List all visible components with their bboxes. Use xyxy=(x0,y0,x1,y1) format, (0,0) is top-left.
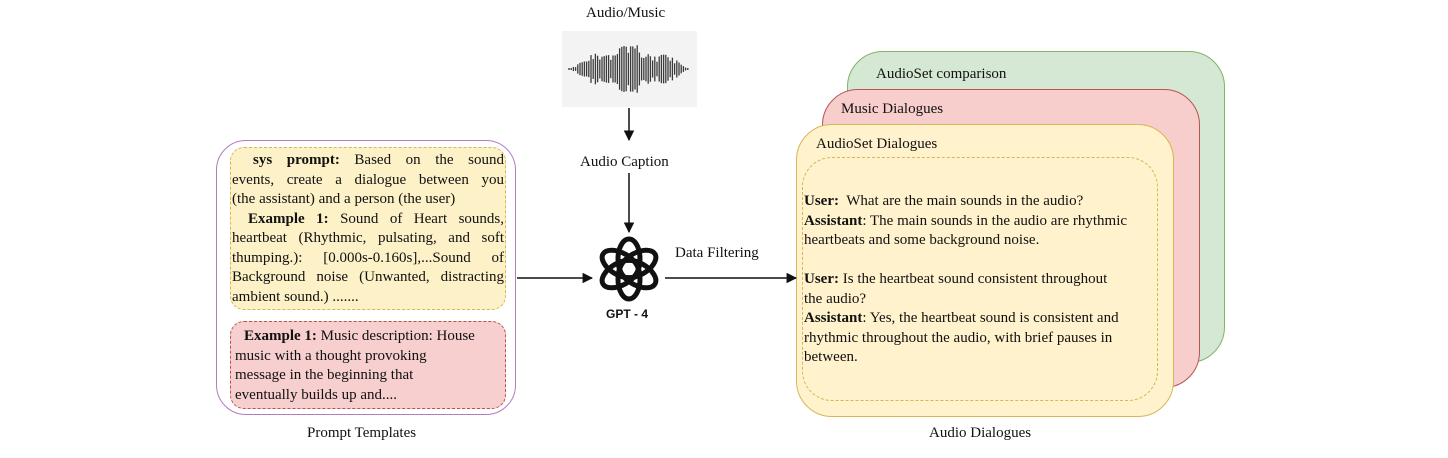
dialogue-turn: User: Is the heartbeat sound consistent … xyxy=(804,270,1127,290)
assistant-text: : Yes, the heartbeat sound is consistent… xyxy=(862,310,1119,326)
sys-prompt-heading: sys prompt: xyxy=(253,152,340,168)
user-text: Is the heartbeat sound consistent throug… xyxy=(838,271,1108,287)
dialogue-turn: User: What are the main sounds in the au… xyxy=(804,192,1127,212)
assistant-text: : The main sounds in the audio are rhyth… xyxy=(862,212,1128,229)
audio-caption-label: Audio Caption xyxy=(580,154,669,170)
music-prompt-line: message in the beginning that xyxy=(235,367,414,383)
assistant-speaker: Assistant xyxy=(804,310,863,326)
sys-prompt-line: Sound of Heart sounds, xyxy=(328,210,504,227)
audioset-comparison-title: AudioSet comparison xyxy=(876,66,1007,82)
dialogue-turn: Assistant: The main sounds in the audio … xyxy=(804,212,1127,232)
music-dialogues-title: Music Dialogues xyxy=(841,101,944,117)
music-prompt-line: music with a thought provoking xyxy=(235,347,427,364)
dialogue-turn: Assistant: Yes, the heartbeat sound is c… xyxy=(804,309,1127,329)
sys-prompt-line: (the assistant) and a person (the user) xyxy=(232,191,456,207)
assistant-text: rhythmic throughout the audio, with brie… xyxy=(804,329,1113,346)
openai-logo-icon xyxy=(596,236,662,302)
prompt-templates-label: Prompt Templates xyxy=(307,425,417,441)
sys-prompt-line: ambient sound.) ....... xyxy=(232,288,359,305)
audio-dialogues-label: Audio Dialogues xyxy=(929,425,1032,441)
sys-prompt-line: thumping.): [0.000s-0.160s],...Sound of xyxy=(232,249,504,266)
logo-petal xyxy=(599,247,642,281)
audioset-dialogues-title: AudioSet Dialogues xyxy=(816,136,938,152)
example-heading: Example 1: xyxy=(244,328,317,344)
music-prompt-line: Music description: House xyxy=(316,328,475,344)
user-speaker: User: xyxy=(804,271,839,287)
waveform-icon xyxy=(568,45,689,93)
dialogue-box xyxy=(802,157,1158,401)
gpt-label: GPT - 4 xyxy=(606,307,649,321)
sys-prompt-line: events, create a dialogue between you xyxy=(232,171,504,188)
music-prompt-box xyxy=(230,321,506,409)
audioset-dialogues-card xyxy=(796,124,1174,417)
assistant-speaker: Assistant xyxy=(804,212,863,229)
sys-prompt-line: heartbeat (Rhythmic, pulsating, and soft xyxy=(232,230,504,246)
sys-prompt-line: Background noise (Unwanted, distracting xyxy=(232,269,504,285)
audio-music-label: Audio/Music xyxy=(586,5,666,21)
data-filtering-label: Data Filtering xyxy=(675,245,759,261)
sys-prompt-box xyxy=(230,147,506,310)
music-prompt-text: Example 1: Music description: House musi… xyxy=(235,327,501,405)
user-speaker: User: xyxy=(804,193,839,209)
music-prompt-line: eventually builds up and.... xyxy=(235,386,398,403)
dialogue-text: User: What are the main sounds in the au… xyxy=(804,192,1127,368)
user-text: the audio? xyxy=(804,290,867,307)
assistant-text: between. xyxy=(804,349,858,365)
assistant-text: heartbeats and some background noise. xyxy=(804,232,1040,248)
sys-prompt-text: sys prompt: Based on the sound events, c… xyxy=(232,151,504,307)
user-text: What are the main sounds in the audio? xyxy=(838,193,1084,209)
example-heading: Example 1: xyxy=(248,210,329,227)
waveform-image xyxy=(562,31,697,107)
sys-prompt-line: Based on the sound xyxy=(339,152,504,168)
prompt-templates-panel xyxy=(216,140,516,415)
